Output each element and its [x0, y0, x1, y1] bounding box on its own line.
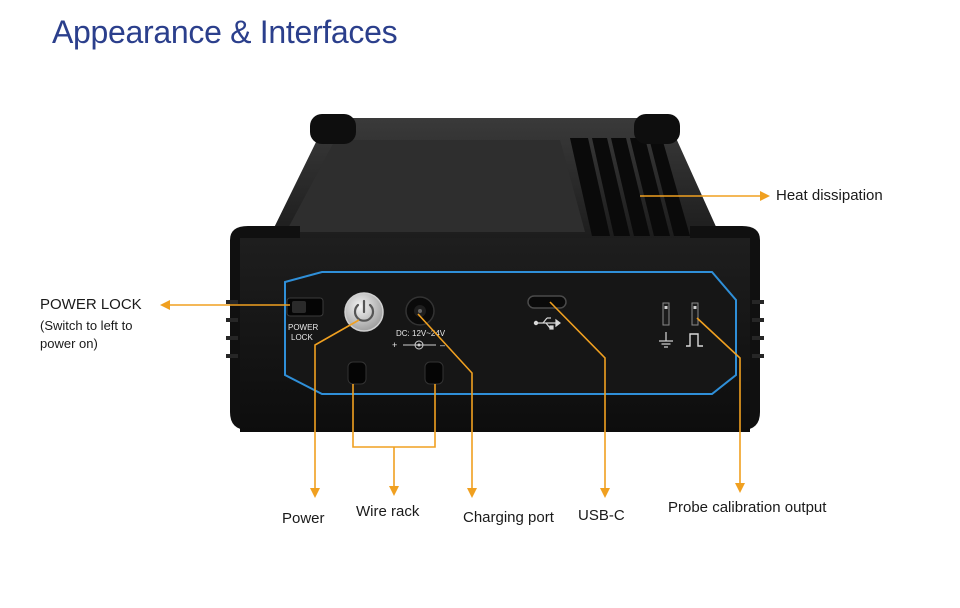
callout-lines	[168, 195, 762, 490]
label-power: Power	[282, 510, 325, 527]
wire-rack-hook-left	[347, 361, 367, 385]
calibration-terminal[interactable]	[691, 302, 699, 326]
label-usb-c: USB-C	[578, 507, 625, 524]
usb-c-line	[549, 301, 606, 490]
polarity-minus: –	[440, 340, 445, 350]
power-button[interactable]	[344, 292, 384, 332]
usb-icon	[533, 317, 561, 330]
switch-label-power: POWER	[288, 323, 318, 332]
ground-terminal[interactable]	[662, 302, 670, 326]
label-heat-dissipation: Heat dissipation	[776, 187, 883, 204]
usb-c-port[interactable]	[527, 295, 567, 309]
wire-rack-hook-right	[424, 361, 444, 385]
dc-charging-port[interactable]	[405, 296, 435, 326]
polarity-icon	[403, 340, 436, 350]
switch-label-lock: LOCK	[291, 333, 313, 342]
device-front-panel	[226, 238, 764, 432]
label-probe-calibration: Probe calibration output	[668, 499, 827, 516]
label-power-lock-note-1: (Switch to left to	[40, 318, 133, 333]
power-line	[314, 319, 360, 490]
page-title: Appearance & Interfaces	[52, 14, 398, 50]
label-charging-port: Charging port	[463, 509, 554, 526]
polarity-plus: +	[392, 340, 397, 350]
label-wire-rack: Wire rack	[356, 503, 420, 520]
power-icon	[353, 299, 375, 322]
charging-port-line	[417, 313, 473, 490]
label-power-lock-note-2: power on)	[40, 336, 98, 351]
heat-sink-fins	[570, 138, 690, 236]
label-power-lock: POWER LOCK	[40, 296, 142, 313]
ground-icon	[659, 332, 673, 348]
dc-voltage-label: DC: 12V~24V	[396, 329, 446, 338]
power-lock-switch[interactable]	[286, 297, 324, 317]
square-wave-icon	[686, 333, 703, 347]
callout-arrowheads	[160, 191, 770, 498]
probe-calibration-line	[696, 317, 741, 485]
